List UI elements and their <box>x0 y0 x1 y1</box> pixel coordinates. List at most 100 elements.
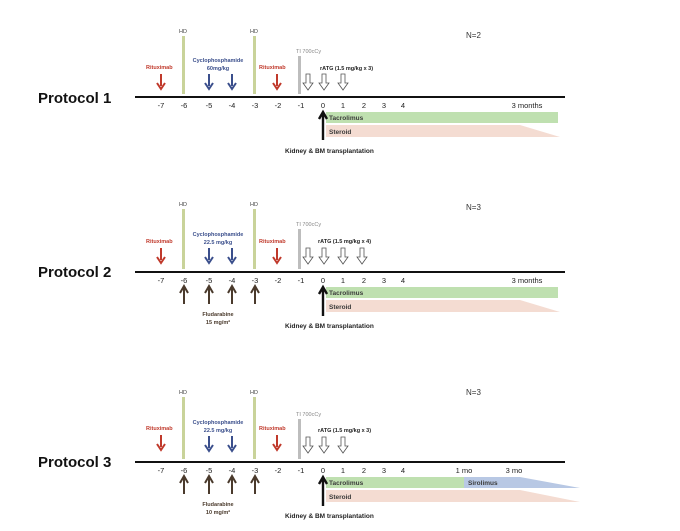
protocol-1-cyclo-arrow-2 <box>227 74 237 91</box>
protocol-2-hd-label-2: HD <box>250 202 258 208</box>
protocol-3-hd-label-1: HD <box>179 390 187 396</box>
protocol-3-rituximab-arrow-2 <box>272 435 282 452</box>
protocol-3-label: Protocol 3 <box>38 454 111 471</box>
protocol-1-tick: -2 <box>275 101 282 110</box>
protocol-2-ratg-label: rATG (1.5 mg/kg x 4) <box>318 239 371 245</box>
protocol-3-flu-dose: 10 mg/m² <box>206 509 230 516</box>
protocol-2-hd-label-1: HD <box>179 202 187 208</box>
protocol-2-tick: -1 <box>298 276 305 285</box>
protocol-2-tick: 4 <box>401 276 405 285</box>
protocol-2-hd-bar-2 <box>253 209 256 269</box>
protocol-3-tick: 1 <box>341 466 345 475</box>
protocol-3-ti-bar <box>298 419 301 459</box>
protocol-1-ratg-arrow-2 <box>318 73 330 91</box>
protocol-3-flu-arrow-1 <box>179 473 189 494</box>
protocol-3-ti-label: TI 700cCy <box>296 412 321 418</box>
protocol-3-hd-bar-1 <box>182 397 185 459</box>
protocol-3-rituximab-label-2: Rituximab <box>259 426 286 432</box>
protocol-3-ratg-arrow-2 <box>318 436 330 454</box>
protocol-1-ti-label: TI 700cCy <box>296 49 321 55</box>
protocol-3-rituximab-arrow-1 <box>156 435 166 452</box>
protocol-3-tick: -5 <box>206 466 213 475</box>
protocol-1-tick: 2 <box>362 101 366 110</box>
protocol-2-ratg-arrow-2 <box>318 247 330 265</box>
protocol-1-cyclo-arrow-1 <box>204 74 214 91</box>
protocol-2-flu-dose: 15 mg/m² <box>206 319 230 326</box>
protocol-2-flu-arrow-2 <box>204 283 214 304</box>
protocol-2-flu-arrow-3 <box>227 283 237 304</box>
protocol-1-tick: -7 <box>158 101 165 110</box>
protocol-1-hd-label-1: HD <box>179 29 187 35</box>
protocol-2-tick: -2 <box>275 276 282 285</box>
protocol-1-ratg-arrow-3 <box>337 73 349 91</box>
protocol-2-cyclo-label: Cyclophosphamide <box>193 232 244 238</box>
protocol-2-tick: -4 <box>229 276 236 285</box>
protocol-2-n: N=3 <box>466 203 481 212</box>
protocol-3-n: N=3 <box>466 388 481 397</box>
protocol-1-tick: 4 <box>401 101 405 110</box>
protocol-3-tacrolimus-bar <box>326 477 464 488</box>
protocol-1-tacrolimus-label: Tacrolimus <box>329 115 364 122</box>
protocol-2-rituximab-arrow-2 <box>272 248 282 265</box>
protocol-3-ratg-label: rATG (1.5 mg/kg x 3) <box>318 428 371 434</box>
protocol-2-ti-bar <box>298 229 301 269</box>
protocol-2-cyclo-dose: 22.5 mg/kg <box>204 240 232 246</box>
protocol-2-label: Protocol 2 <box>38 264 111 281</box>
protocol-2-tick: -3 <box>252 276 259 285</box>
protocol-2-ti-label: TI 700cCy <box>296 222 321 228</box>
protocol-3-tacrolimus-label: Tacrolimus <box>329 480 364 487</box>
protocol-3-ratg-arrow-3 <box>337 436 349 454</box>
protocol-2-ratg-arrow-3 <box>337 247 349 265</box>
protocol-3-tick: -1 <box>298 466 305 475</box>
protocol-1-steroid-label: Steroid <box>329 129 351 136</box>
protocol-1-rituximab-arrow-2 <box>272 74 282 91</box>
protocol-1-tick: -5 <box>206 101 213 110</box>
protocol-3-end-label-2: 3 mo <box>506 466 523 475</box>
protocol-3-group: Protocol 3 N=3 HD HD Rituximab Rituximab… <box>38 388 580 520</box>
protocol-2-tick: 0 <box>321 276 325 285</box>
protocol-3-sirolimus-bar <box>464 477 580 488</box>
protocol-2-rituximab-label-1: Rituximab <box>146 239 173 245</box>
protocol-3-flu-arrow-3 <box>227 473 237 494</box>
protocol-1-ratg-arrow-1 <box>302 73 314 91</box>
protocol-3-hd-bar-2 <box>253 397 256 459</box>
protocol-1-n: N=2 <box>466 31 481 40</box>
protocol-1-rituximab-label-2: Rituximab <box>259 65 286 71</box>
protocol-2-kidney-arrow <box>317 284 329 316</box>
protocol-3-ratg-arrow-1 <box>302 436 314 454</box>
protocol-2-tick: 2 <box>362 276 366 285</box>
protocol-3-cyclo-dose: 22.5 mg/kg <box>204 428 232 434</box>
protocol-2-tick: -7 <box>158 276 165 285</box>
protocol-2-tick: -6 <box>181 276 188 285</box>
protocol-1-cyclo-label: Cyclophosphamide <box>193 58 244 64</box>
protocol-3-cyclo-arrow-1 <box>204 436 214 453</box>
protocol-2-cyclo-arrow-1 <box>204 248 214 265</box>
protocol-3-cyclo-arrow-2 <box>227 436 237 453</box>
protocol-3-kidney-arrow <box>317 474 329 506</box>
protocol-3-steroid-label: Steroid <box>329 494 351 501</box>
protocol-1-tick: 0 <box>321 101 325 110</box>
protocol-2-rituximab-arrow-1 <box>156 248 166 265</box>
protocol-1-hd-bar-1 <box>182 36 185 94</box>
protocol-3-end-label-1: 1 mo <box>456 466 473 475</box>
protocol-3-sirolimus-label: Sirolimus <box>468 480 498 487</box>
protocol-3-tick: -6 <box>181 466 188 475</box>
protocol-2-tacrolimus-bar <box>326 287 558 298</box>
protocol-3-flu-arrow-2 <box>204 473 214 494</box>
protocol-3-tick: 3 <box>382 466 386 475</box>
protocol-3-tick: 2 <box>362 466 366 475</box>
protocol-2-tick: 3 <box>382 276 386 285</box>
protocol-2-end-label: 3 months <box>512 276 543 285</box>
protocol-2-flu-arrow-4 <box>250 283 260 304</box>
protocol-3-rituximab-label-1: Rituximab <box>146 426 173 432</box>
protocol-2-caption: Kidney & BM transplantation <box>285 323 374 330</box>
protocol-2-hd-bar-1 <box>182 209 185 269</box>
protocol-3-caption: Kidney & BM transplantation <box>285 513 374 520</box>
protocol-1-tick: 1 <box>341 101 345 110</box>
protocol-1-tick: -4 <box>229 101 236 110</box>
protocol-3-hd-label-2: HD <box>250 390 258 396</box>
protocol-2-steroid-label: Steroid <box>329 304 351 311</box>
protocol-3-tick: -7 <box>158 466 165 475</box>
protocol-1-rituximab-arrow-1 <box>156 74 166 91</box>
